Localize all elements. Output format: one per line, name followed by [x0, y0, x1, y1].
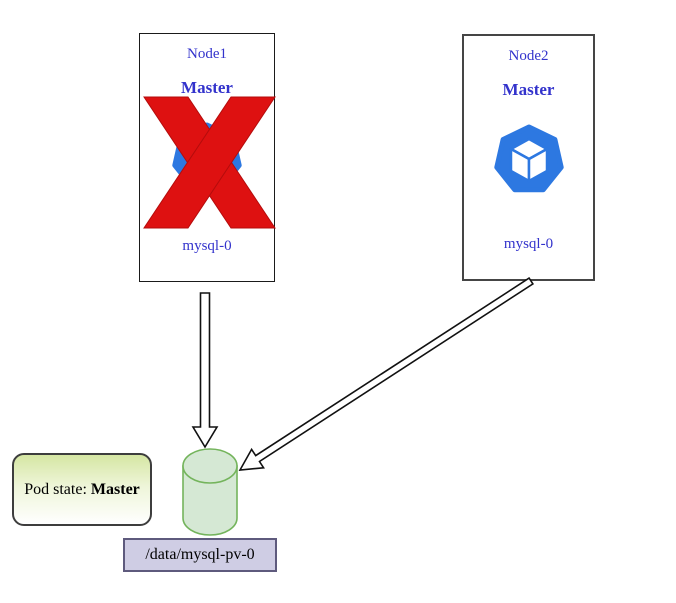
pod-state-callout: Pod state: Master: [12, 453, 152, 526]
node-title: Node2: [508, 48, 549, 64]
node-box-node1: Node1 Master mysql-0: [139, 33, 276, 282]
volume-path-label: /data/mysql-pv-0: [123, 538, 277, 572]
node-role-label: Master: [502, 80, 555, 99]
kubernetes-pod-icon: [493, 124, 564, 193]
pod-state-prefix: Pod state:: [24, 480, 91, 498]
pod-name-label: mysql-0: [503, 236, 554, 252]
pod-name-label: mysql-0: [182, 238, 232, 254]
arrow-node1-to-volume-icon: [191, 292, 219, 449]
node-role-label: Master: [181, 78, 233, 97]
arrow-node2-to-volume-icon: [238, 276, 535, 471]
persistent-volume-cylinder-icon: [182, 448, 238, 536]
node-box-node2: Node2 Master mysql-0: [462, 34, 595, 281]
node-title: Node1: [187, 46, 227, 62]
failure-x-icon: [143, 96, 276, 229]
pod-state-value: Master: [90, 480, 140, 498]
